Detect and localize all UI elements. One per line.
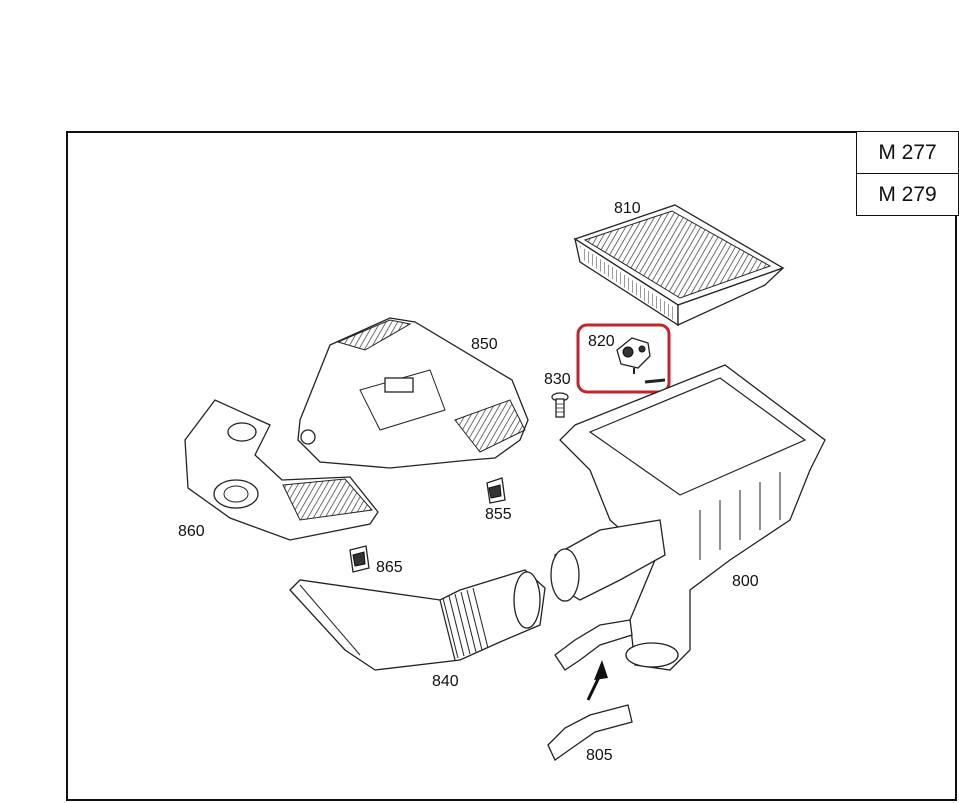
- sensor-820: [576, 323, 671, 394]
- model-table: M 277 M 279: [856, 131, 959, 216]
- label-810: 810: [614, 200, 641, 217]
- label-840: 840: [432, 673, 459, 690]
- model-m279: M 279: [857, 173, 958, 215]
- air-duct-840: [289, 569, 546, 671]
- highlight-box: [576, 323, 671, 394]
- screw-830: [551, 392, 569, 418]
- label-800: 800: [732, 573, 759, 590]
- label-820: 820: [588, 333, 615, 350]
- air-filter-810: [573, 204, 785, 327]
- clip-855: [486, 477, 506, 504]
- label-830: 830: [544, 371, 571, 388]
- label-805: 805: [586, 747, 613, 764]
- label-855: 855: [485, 506, 512, 523]
- clip-865: [349, 545, 370, 573]
- air-filter-housing-800: [550, 364, 826, 671]
- model-m277: M 277: [878, 140, 937, 164]
- label-860: 860: [178, 523, 205, 540]
- hose-805: [547, 619, 633, 761]
- label-865: 865: [376, 559, 403, 576]
- engine-cover-850: [297, 317, 529, 469]
- intake-cover-860: [184, 399, 379, 541]
- label-850: 850: [471, 336, 498, 353]
